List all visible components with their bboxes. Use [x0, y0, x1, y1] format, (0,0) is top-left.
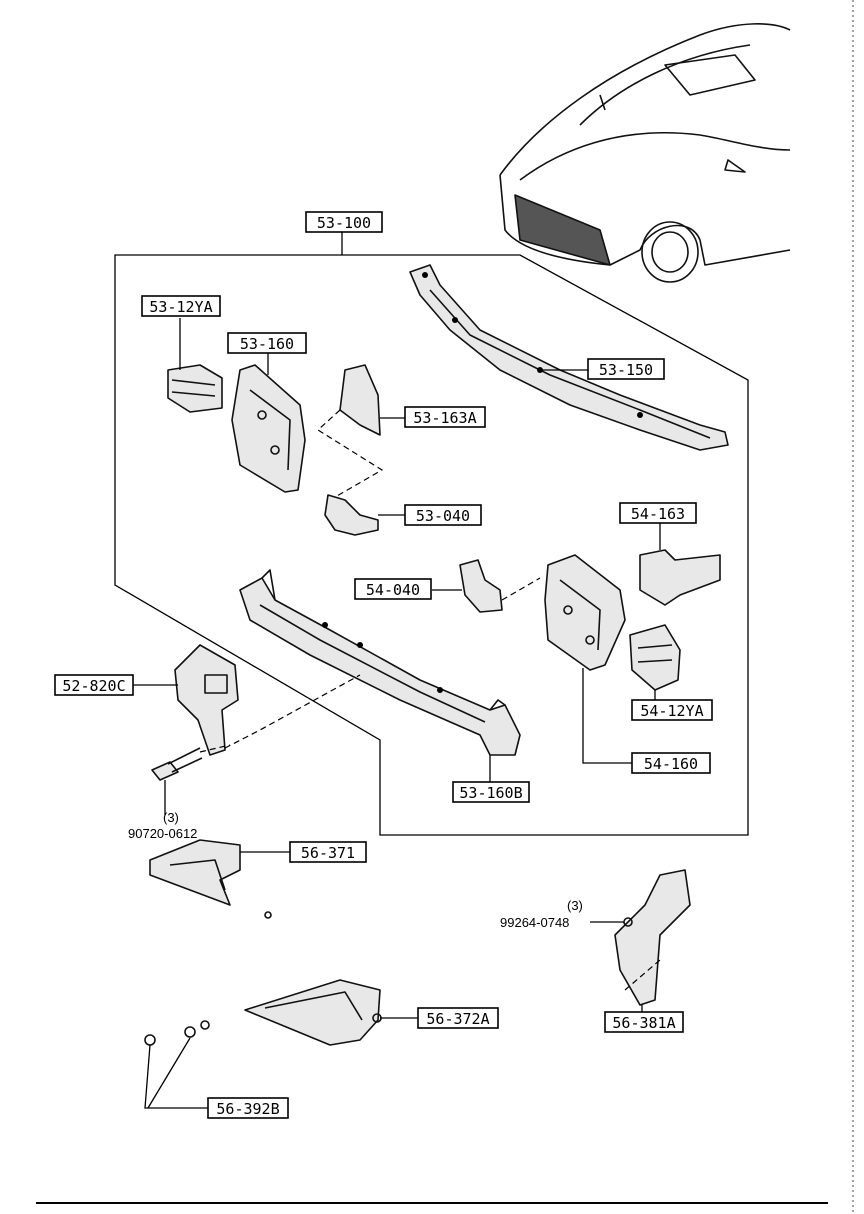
svg-text:54-160: 54-160	[644, 755, 698, 773]
label-53-160[interactable]: 53-160	[227, 332, 307, 354]
label-54-163[interactable]: 54-163	[619, 502, 697, 524]
bracket-040-left	[324, 494, 379, 536]
leader-lines	[132, 318, 661, 1109]
label-53-160B[interactable]: 53-160B	[452, 781, 530, 803]
label-54-160[interactable]: 54-160	[631, 752, 711, 774]
bolt-quantity: (3)	[163, 810, 179, 825]
side-panel-left	[231, 364, 306, 493]
bolt-part-number[interactable]: 90720-0612	[128, 826, 197, 841]
latch-bracket	[174, 644, 239, 756]
svg-text:53-163A: 53-163A	[413, 409, 476, 427]
label-56-381A[interactable]: 56-381A	[604, 1011, 684, 1033]
svg-text:54-040: 54-040	[366, 581, 420, 599]
label-56-371[interactable]: 56-371	[289, 841, 367, 863]
screw-part-number[interactable]: 99264-0748	[500, 915, 569, 930]
bracket-12ya-right	[629, 624, 681, 691]
bolt-icon	[151, 747, 203, 781]
bracket-icon	[167, 364, 223, 413]
svg-text:53-12YA: 53-12YA	[149, 298, 212, 316]
label-53-12YA[interactable]: 53-12YA	[141, 295, 221, 317]
label-53-150[interactable]: 53-150	[587, 358, 665, 380]
svg-text:54-12YA: 54-12YA	[640, 702, 703, 720]
bracket-040-right	[459, 559, 503, 613]
svg-text:53-160: 53-160	[240, 335, 294, 353]
svg-text:53-100: 53-100	[317, 214, 371, 232]
car-front-icon	[499, 23, 791, 283]
assembly-frame	[114, 232, 749, 836]
svg-text:56-381A: 56-381A	[612, 1014, 675, 1032]
svg-text:54-163: 54-163	[631, 505, 685, 523]
svg-text:56-392B: 56-392B	[216, 1100, 279, 1118]
label-56-372A[interactable]: 56-372A	[417, 1007, 499, 1029]
side-panel-right	[544, 554, 626, 671]
svg-text:53-160B: 53-160B	[459, 784, 522, 802]
splash-shield	[614, 869, 691, 1006]
lower-crossmember	[239, 569, 521, 756]
bracket-163a	[339, 364, 381, 436]
undercover-icon	[149, 839, 272, 919]
crossmember-icon	[409, 264, 729, 451]
label-53-163A[interactable]: 53-163A	[404, 406, 486, 428]
label-53-100[interactable]: 53-100	[305, 211, 383, 233]
svg-text:52-820C: 52-820C	[62, 677, 125, 695]
screw-quantity: (3)	[567, 898, 583, 913]
label-52-820C[interactable]: 52-820C	[54, 674, 134, 696]
label-54-12YA[interactable]: 54-12YA	[631, 699, 713, 721]
clip-icon	[144, 1020, 210, 1046]
label-56-392B[interactable]: 56-392B	[207, 1097, 289, 1119]
svg-text:56-371: 56-371	[301, 844, 355, 862]
label-53-040[interactable]: 53-040	[404, 504, 482, 526]
svg-text:53-040: 53-040	[416, 507, 470, 525]
svg-text:56-372A: 56-372A	[426, 1010, 489, 1028]
bracket-163-right	[639, 549, 721, 606]
svg-text:53-150: 53-150	[599, 361, 653, 379]
undercover-372a	[244, 979, 382, 1046]
label-54-040[interactable]: 54-040	[354, 578, 432, 600]
